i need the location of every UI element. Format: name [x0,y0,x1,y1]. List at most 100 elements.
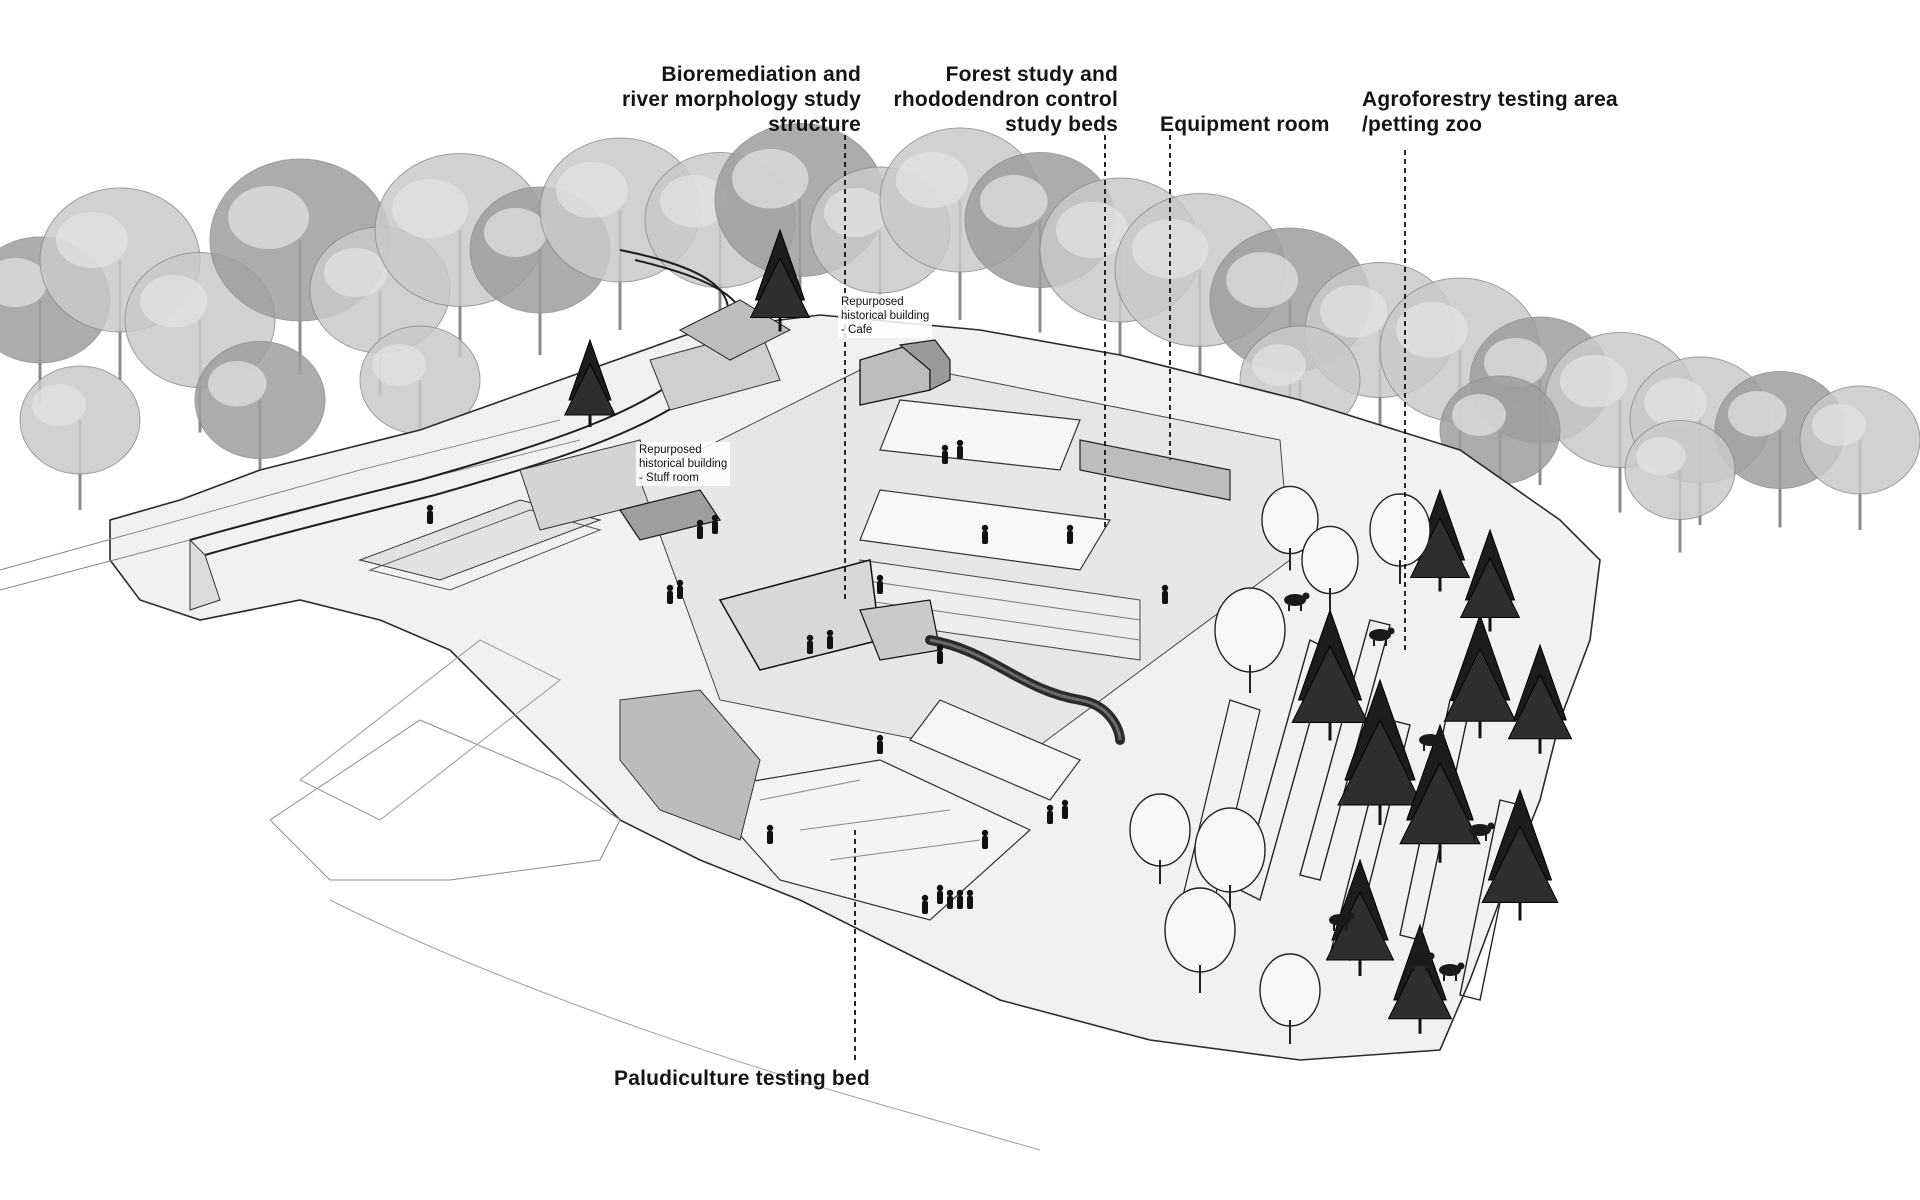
tree-highlight [896,152,968,208]
person-silhouette [711,514,719,522]
callout-line: Forest study and [945,63,1118,86]
tree-canopy [194,341,326,459]
tree-highlight [1644,378,1707,427]
label-line: Repurposed [841,296,904,308]
callout-equipment-room: Equipment room [1160,112,1330,137]
tree-highlight [140,275,208,328]
callout-line: Bioremediation and [661,63,861,86]
animal-silhouette [1347,912,1355,920]
animal-silhouette [1469,824,1491,836]
tree-highlight [824,188,887,237]
central-plaza [619,359,1291,921]
person-silhouette [956,889,964,897]
person-silhouette [426,504,434,512]
person-silhouette [676,579,684,587]
deciduous-tree [1214,587,1286,673]
person-silhouette [967,896,973,909]
tree-canopy [1799,385,1920,495]
person-silhouette [1162,591,1168,604]
background-forest [0,123,1920,553]
tree-canopy [19,365,141,475]
person-silhouette [921,894,929,902]
person-silhouette [1046,804,1054,812]
person-silhouette [937,651,943,664]
callout-bioremediation: Bioremediation and river morphology stud… [622,62,861,137]
person-silhouette [957,896,963,909]
person-silhouette [766,824,774,832]
animal-silhouette [1437,732,1445,740]
person-silhouette [1067,531,1073,544]
label-line: historical building [841,310,930,322]
person-silhouette [981,524,989,532]
tree-canopy [1624,420,1736,520]
tree-highlight [1636,437,1686,476]
person-silhouette [877,741,883,754]
callout-line: /petting zoo [1362,113,1483,136]
person-silhouette [1066,524,1074,532]
deciduous-tree [1301,525,1359,595]
tree-highlight [1132,219,1209,279]
person-silhouette [1061,799,1069,807]
person-silhouette [696,519,704,527]
person-silhouette [946,889,954,897]
animal-silhouettes [1284,592,1495,981]
label-cafe: Repurposed historical building - Cafe [838,294,933,338]
person-silhouette [427,511,433,524]
tree-highlight [1320,285,1388,338]
person-silhouette [807,641,813,654]
callout-line: structure [768,113,861,136]
animal-silhouette [1457,962,1465,970]
tree-highlight [484,208,547,257]
callout-line: Equipment room [1160,113,1330,136]
callout-line: Paludiculture testing bed [614,1067,870,1090]
animal-silhouette [1284,594,1306,606]
deciduous-tree [1259,953,1321,1027]
person-silhouette [677,586,683,599]
person-silhouette [876,574,884,582]
animal-silhouette [1369,629,1391,641]
tree-highlight [228,186,309,249]
tree-highlight [32,384,86,426]
person-silhouette [937,891,943,904]
person-silhouette [667,591,673,604]
animal-silhouette [1419,734,1441,746]
person-silhouette [936,644,944,652]
tree-highlight [208,361,267,407]
animal-silhouette [1329,914,1351,926]
tree-highlight [392,179,469,239]
person-silhouette [712,521,718,534]
person-silhouette [767,831,773,844]
tree-highlight [1812,404,1866,446]
buildings [619,339,951,541]
callout-line: Agroforestry testing area [1362,88,1618,111]
deciduous-tree [1129,793,1191,867]
person-silhouette [941,444,949,452]
person-silhouette [1062,806,1068,819]
animal-silhouette [1302,592,1310,600]
leader-lines [844,135,1406,1060]
person-silhouette [827,636,833,649]
tree-highlight [56,212,128,268]
label-line: - Stuff room [639,472,699,484]
callout-line: river morphology study [622,88,861,111]
person-silhouette [697,526,703,539]
label-line: Repurposed [639,444,702,456]
person-silhouette [942,451,948,464]
callout-agroforestry: Agroforestry testing area /petting zoo [1362,87,1618,137]
deciduous-tree [1164,887,1236,973]
animal-silhouette [1409,954,1431,966]
tree-highlight [1056,202,1128,258]
label-line: - Cafe [841,324,873,336]
tree-highlight [1226,252,1298,308]
tree-highlight [324,248,387,297]
label-line: historical building [639,458,728,470]
deciduous-tree [1194,807,1266,893]
person-silhouette [966,889,974,897]
tree-highlight [1484,338,1547,387]
label-stuff-room: Repurposed historical building - Stuff r… [636,442,731,486]
person-silhouette [936,884,944,892]
person-silhouette [982,531,988,544]
tree-highlight [1452,394,1506,436]
